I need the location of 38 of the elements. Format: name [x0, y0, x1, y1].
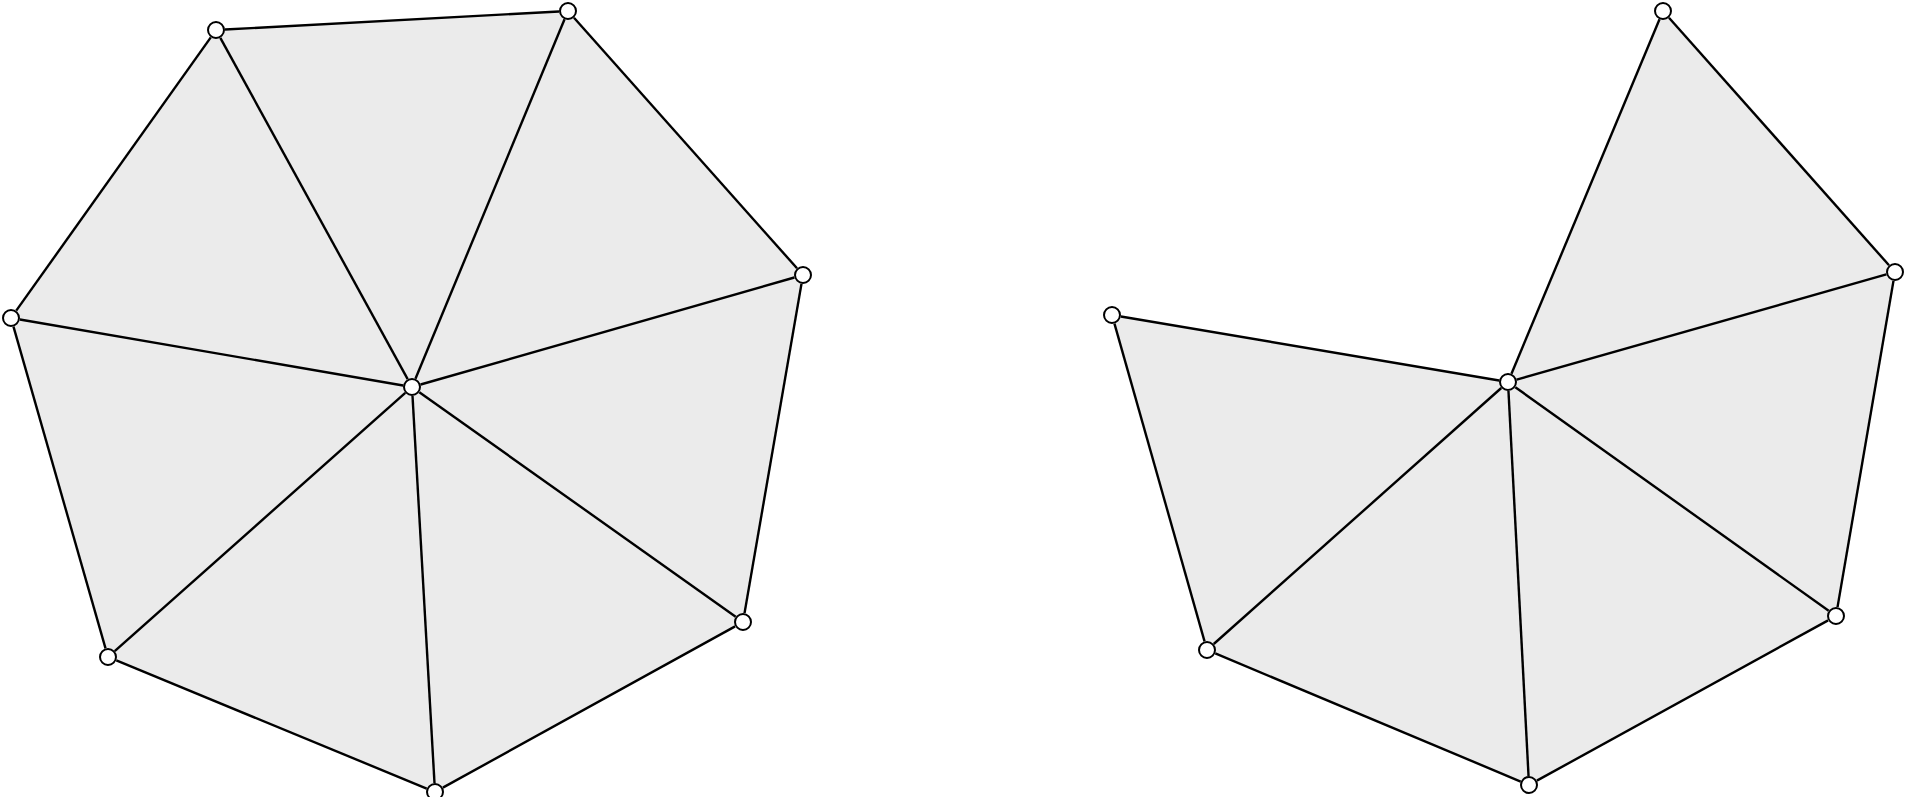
circle-vertex	[1103, 306, 1121, 324]
edge-line	[224, 10, 560, 31]
edge-line	[411, 395, 436, 784]
circle-vertex	[1827, 607, 1845, 625]
circle-vertex	[1499, 373, 1517, 391]
edge-line	[1510, 18, 1661, 375]
edge-line	[414, 18, 566, 380]
circle-vertex	[559, 2, 577, 20]
circle-vertex	[99, 648, 117, 666]
circle-vertex	[794, 266, 812, 284]
edge-line	[1120, 315, 1500, 382]
edge-line	[420, 276, 795, 386]
edge-line	[1536, 619, 1829, 782]
edge-line	[743, 283, 803, 614]
circle-vertex	[1886, 263, 1904, 281]
edge-line	[115, 659, 428, 790]
edge-line	[1516, 273, 1887, 381]
edge-line	[219, 37, 409, 380]
edge-line	[12, 326, 107, 649]
edge-line	[1836, 280, 1895, 608]
edge-line	[1514, 386, 1830, 612]
edge-line	[1507, 390, 1530, 777]
edge-line	[573, 16, 798, 270]
edge-line	[442, 625, 736, 789]
circle-vertex	[207, 21, 225, 39]
edge-line	[113, 392, 407, 652]
edge-line	[1113, 323, 1206, 642]
circle-vertex	[1198, 641, 1216, 659]
edge-line	[19, 318, 404, 387]
circle-vertex	[734, 613, 752, 631]
edge-line	[15, 36, 212, 312]
circle-vertex	[1520, 776, 1538, 794]
circle-vertex	[2, 309, 20, 327]
circle-vertex	[1654, 2, 1672, 20]
edge-line	[1212, 387, 1503, 645]
edge-line	[418, 391, 737, 618]
edge-line	[1668, 16, 1890, 267]
edge-line	[1214, 652, 1522, 783]
